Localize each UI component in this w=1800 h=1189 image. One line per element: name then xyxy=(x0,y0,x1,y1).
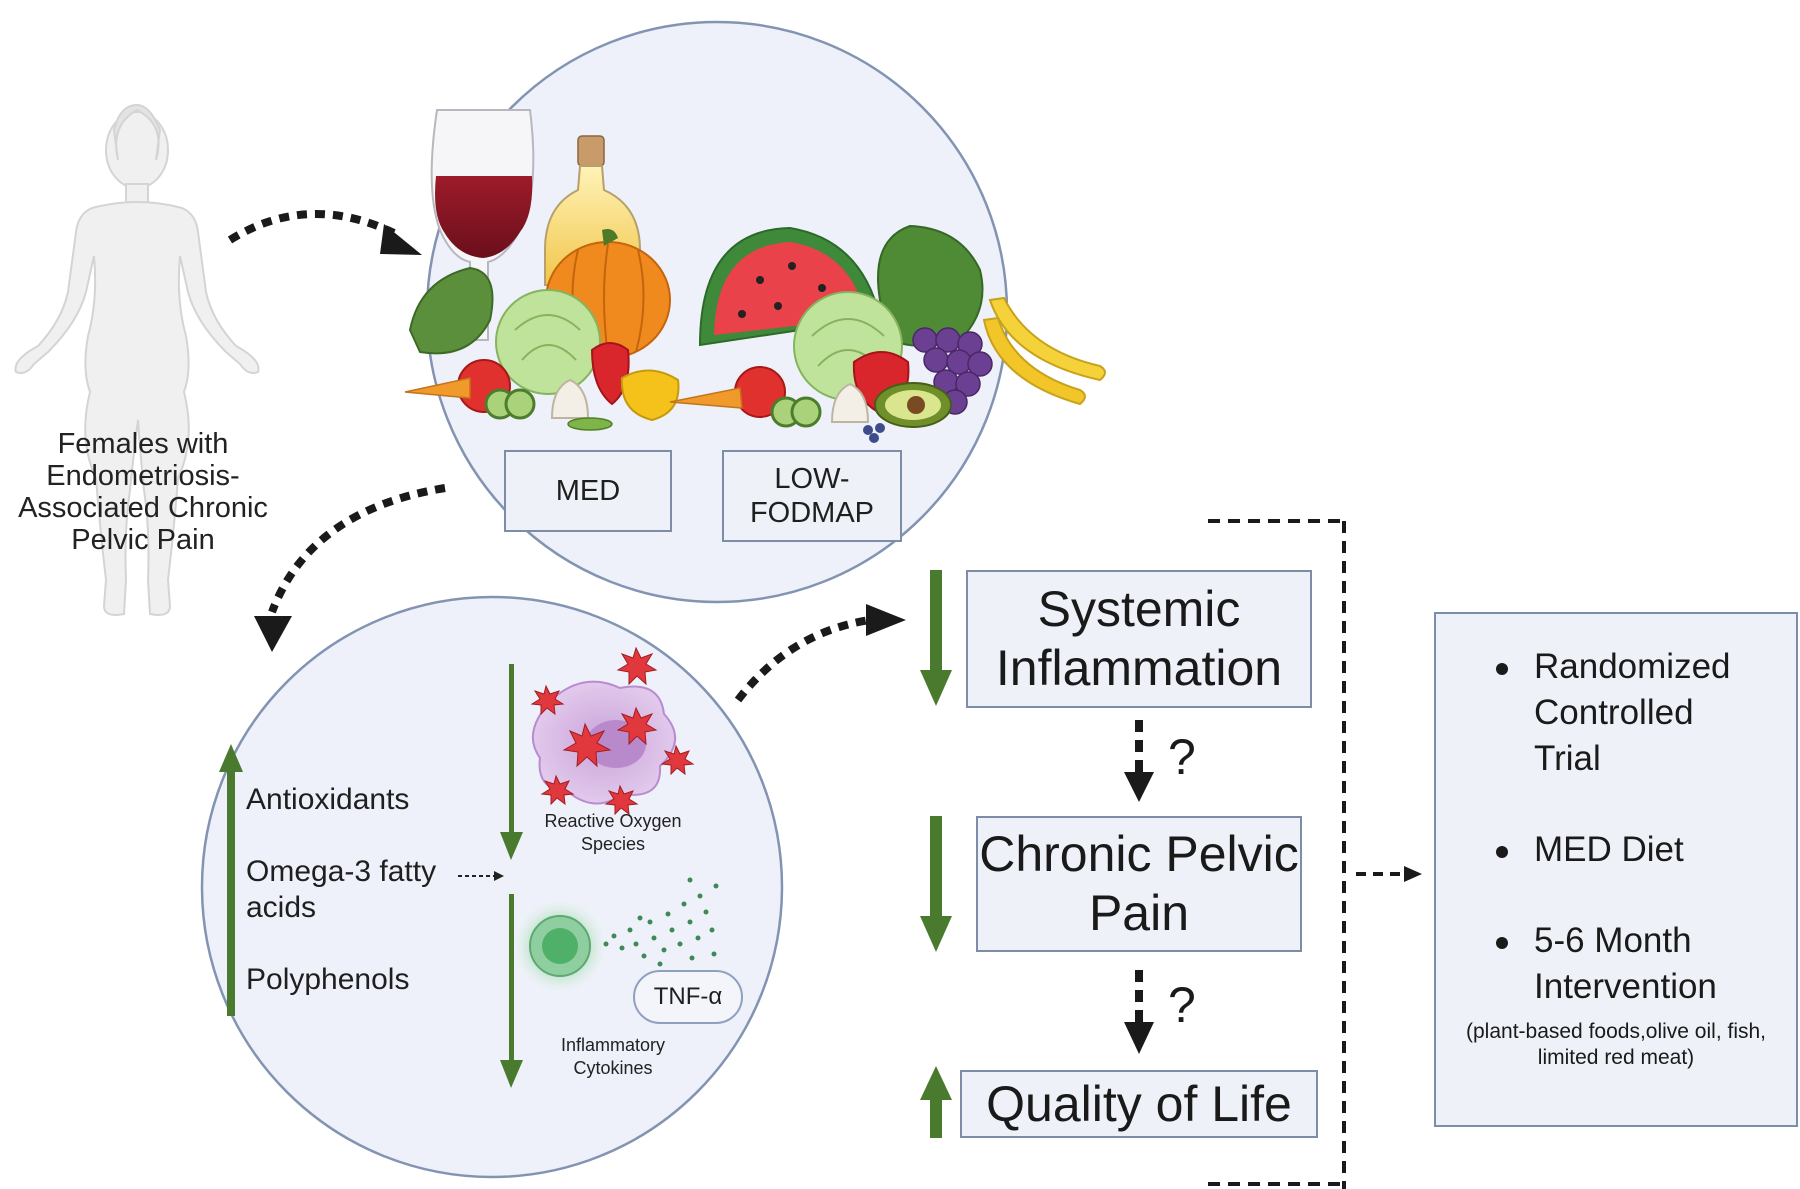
mediterranean-food-cluster-icon xyxy=(404,109,1106,443)
outcomes-bracket xyxy=(1208,519,1346,1189)
trial-item-med-diet: MED Diet xyxy=(1534,830,1684,869)
immune-cell-icon xyxy=(514,877,719,992)
tnf-alpha-pill: TNF-α xyxy=(633,970,743,1024)
tnf-alpha-label: TNF-α xyxy=(653,983,723,1010)
nutrient-omega3: Omega-3 fatty acids xyxy=(246,855,437,924)
diet-box-low-fodmap: LOW-FODMAP xyxy=(722,450,902,542)
nutrient-polyphenols: Polyphenols xyxy=(246,963,410,996)
ros-label: Reactive Oxygen Species xyxy=(544,811,682,854)
bullet-icon xyxy=(1496,663,1508,675)
increase-arrow-quality-of-life xyxy=(920,1066,952,1138)
outcome-systemic-inflammation: Systemic Inflammation xyxy=(966,570,1312,708)
bullet-icon xyxy=(1496,846,1508,858)
cytokine-label: Inflammatory Cytokines xyxy=(560,1035,666,1078)
decrease-arrow-cytokines xyxy=(500,894,523,1088)
diet-box-med: MED xyxy=(504,450,672,532)
dotted-arrow-woman-to-diet xyxy=(227,210,422,255)
decrease-arrow-ros xyxy=(500,664,523,860)
diet-label-low-fodmap: LOW-FODMAP xyxy=(749,463,875,529)
trial-item-duration: 5-6 Month Intervention xyxy=(1534,921,1717,1006)
trial-note: (plant-based foods,olive oil, fish, limi… xyxy=(1466,1020,1766,1069)
outcome-quality-of-life: Quality of Life xyxy=(960,1070,1318,1138)
diet-label-med: MED xyxy=(555,475,621,507)
outcome-chronic-pelvic-pain-label: Chronic Pelvic Pain xyxy=(979,826,1299,941)
outcome-chronic-pelvic-pain: Chronic Pelvic Pain xyxy=(976,816,1302,952)
dotted-arrow-diet-to-mechanism xyxy=(254,484,446,652)
decrease-arrow-inflammation xyxy=(920,570,952,706)
macrophage-cell-icon xyxy=(530,646,695,816)
arrow-to-trial-panel xyxy=(1356,866,1422,882)
dashed-arrow-inflammation-to-pain xyxy=(1124,720,1154,802)
uncertain-mark-1: ? xyxy=(1168,729,1196,785)
outcome-systemic-inflammation-label: Systemic Inflammation xyxy=(995,581,1283,696)
trial-item-rct: Randomized Controlled Trial xyxy=(1534,647,1731,778)
population-label: Females with Endometriosis-Associated Ch… xyxy=(18,428,268,556)
female-body-silhouette-icon xyxy=(14,103,260,616)
nutrient-antioxidants: Antioxidants xyxy=(246,783,410,816)
increase-arrow-nutrients xyxy=(219,744,243,1016)
dotted-arrow-mechanism-to-inflammation xyxy=(734,604,906,703)
trial-design-panel: Randomized Controlled Trial MED Diet 5-6… xyxy=(1434,612,1798,1127)
decrease-arrow-pain xyxy=(920,816,952,952)
outcome-quality-of-life-label: Quality of Life xyxy=(986,1075,1292,1132)
uncertain-mark-2: ? xyxy=(1168,977,1196,1033)
bullet-icon xyxy=(1496,937,1508,949)
dashed-arrow-pain-to-quality xyxy=(1124,970,1154,1054)
omega3-pointer-arrow xyxy=(458,871,504,881)
